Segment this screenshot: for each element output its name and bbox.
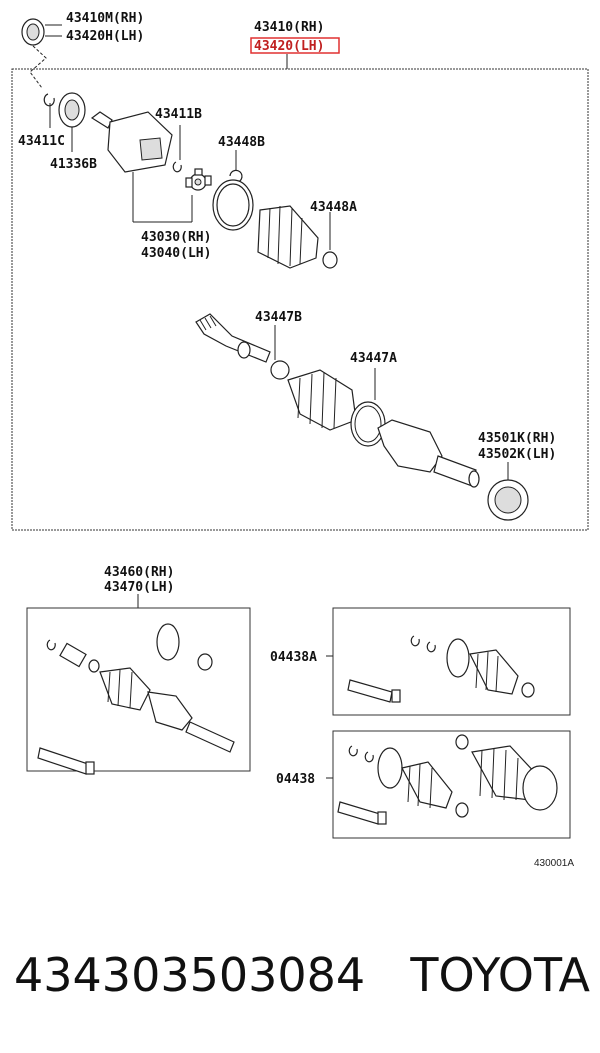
label-43040: 43040(LH) <box>141 246 211 261</box>
boot-inboard <box>257 205 319 269</box>
part-number-text: 434303503084 <box>14 948 366 1002</box>
label-41336b: 41336B <box>50 157 97 172</box>
label-43502k: 43502K(LH) <box>478 447 556 462</box>
label-43470: 43470(LH) <box>104 580 174 595</box>
label-04438: 04438 <box>276 772 315 787</box>
outer-cv-joint <box>377 419 480 488</box>
kit-frame-04438 <box>332 730 571 839</box>
label-43448b: 43448B <box>218 135 265 150</box>
main-assembly-frame <box>11 68 589 531</box>
label-43420-highlighted: 43420(LH) <box>254 39 324 54</box>
boot-outboard <box>287 369 357 431</box>
kit-04438a-contents <box>347 635 535 703</box>
joint-housing <box>90 111 173 173</box>
label-43447a: 43447A <box>350 351 397 366</box>
label-04438a: 04438A <box>270 650 317 665</box>
label-43410m: 43410M(RH) <box>66 11 144 26</box>
label-43030: 43030(RH) <box>141 230 211 245</box>
label-43448a: 43448A <box>310 200 357 215</box>
label-43460: 43460(RH) <box>104 565 174 580</box>
kit-04438-contents <box>337 734 558 825</box>
clamp-43448a <box>322 251 338 269</box>
label-43411b: 43411B <box>155 107 202 122</box>
clamp-43447a <box>350 401 386 447</box>
kit-frame-04438a <box>332 607 571 716</box>
drive-shaft <box>195 313 271 363</box>
brand-text: TOYOTA <box>410 948 590 1002</box>
label-43411c: 43411C <box>18 134 65 149</box>
seal-43410m <box>21 18 45 46</box>
snap-ring-43411b <box>172 161 182 173</box>
seal-43501k <box>487 479 529 521</box>
snap-ring-43411c <box>43 93 55 107</box>
label-43447b: 43447B <box>255 310 302 325</box>
kit-43460-contents <box>37 623 235 775</box>
highlight-box-43420 <box>250 37 340 54</box>
label-43410: 43410(RH) <box>254 20 324 35</box>
footer: 434303503084 TOYOTA <box>14 940 590 1010</box>
tripod-joint <box>185 168 212 191</box>
clamp-43447b <box>270 360 290 380</box>
label-43420h: 43420H(LH) <box>66 29 144 44</box>
clamp-43448b <box>229 169 243 183</box>
seal-41336b <box>58 92 86 128</box>
figure-code: 430001A <box>534 858 575 869</box>
kit-frame-43460 <box>26 607 251 772</box>
label-43501k: 43501K(RH) <box>478 431 556 446</box>
